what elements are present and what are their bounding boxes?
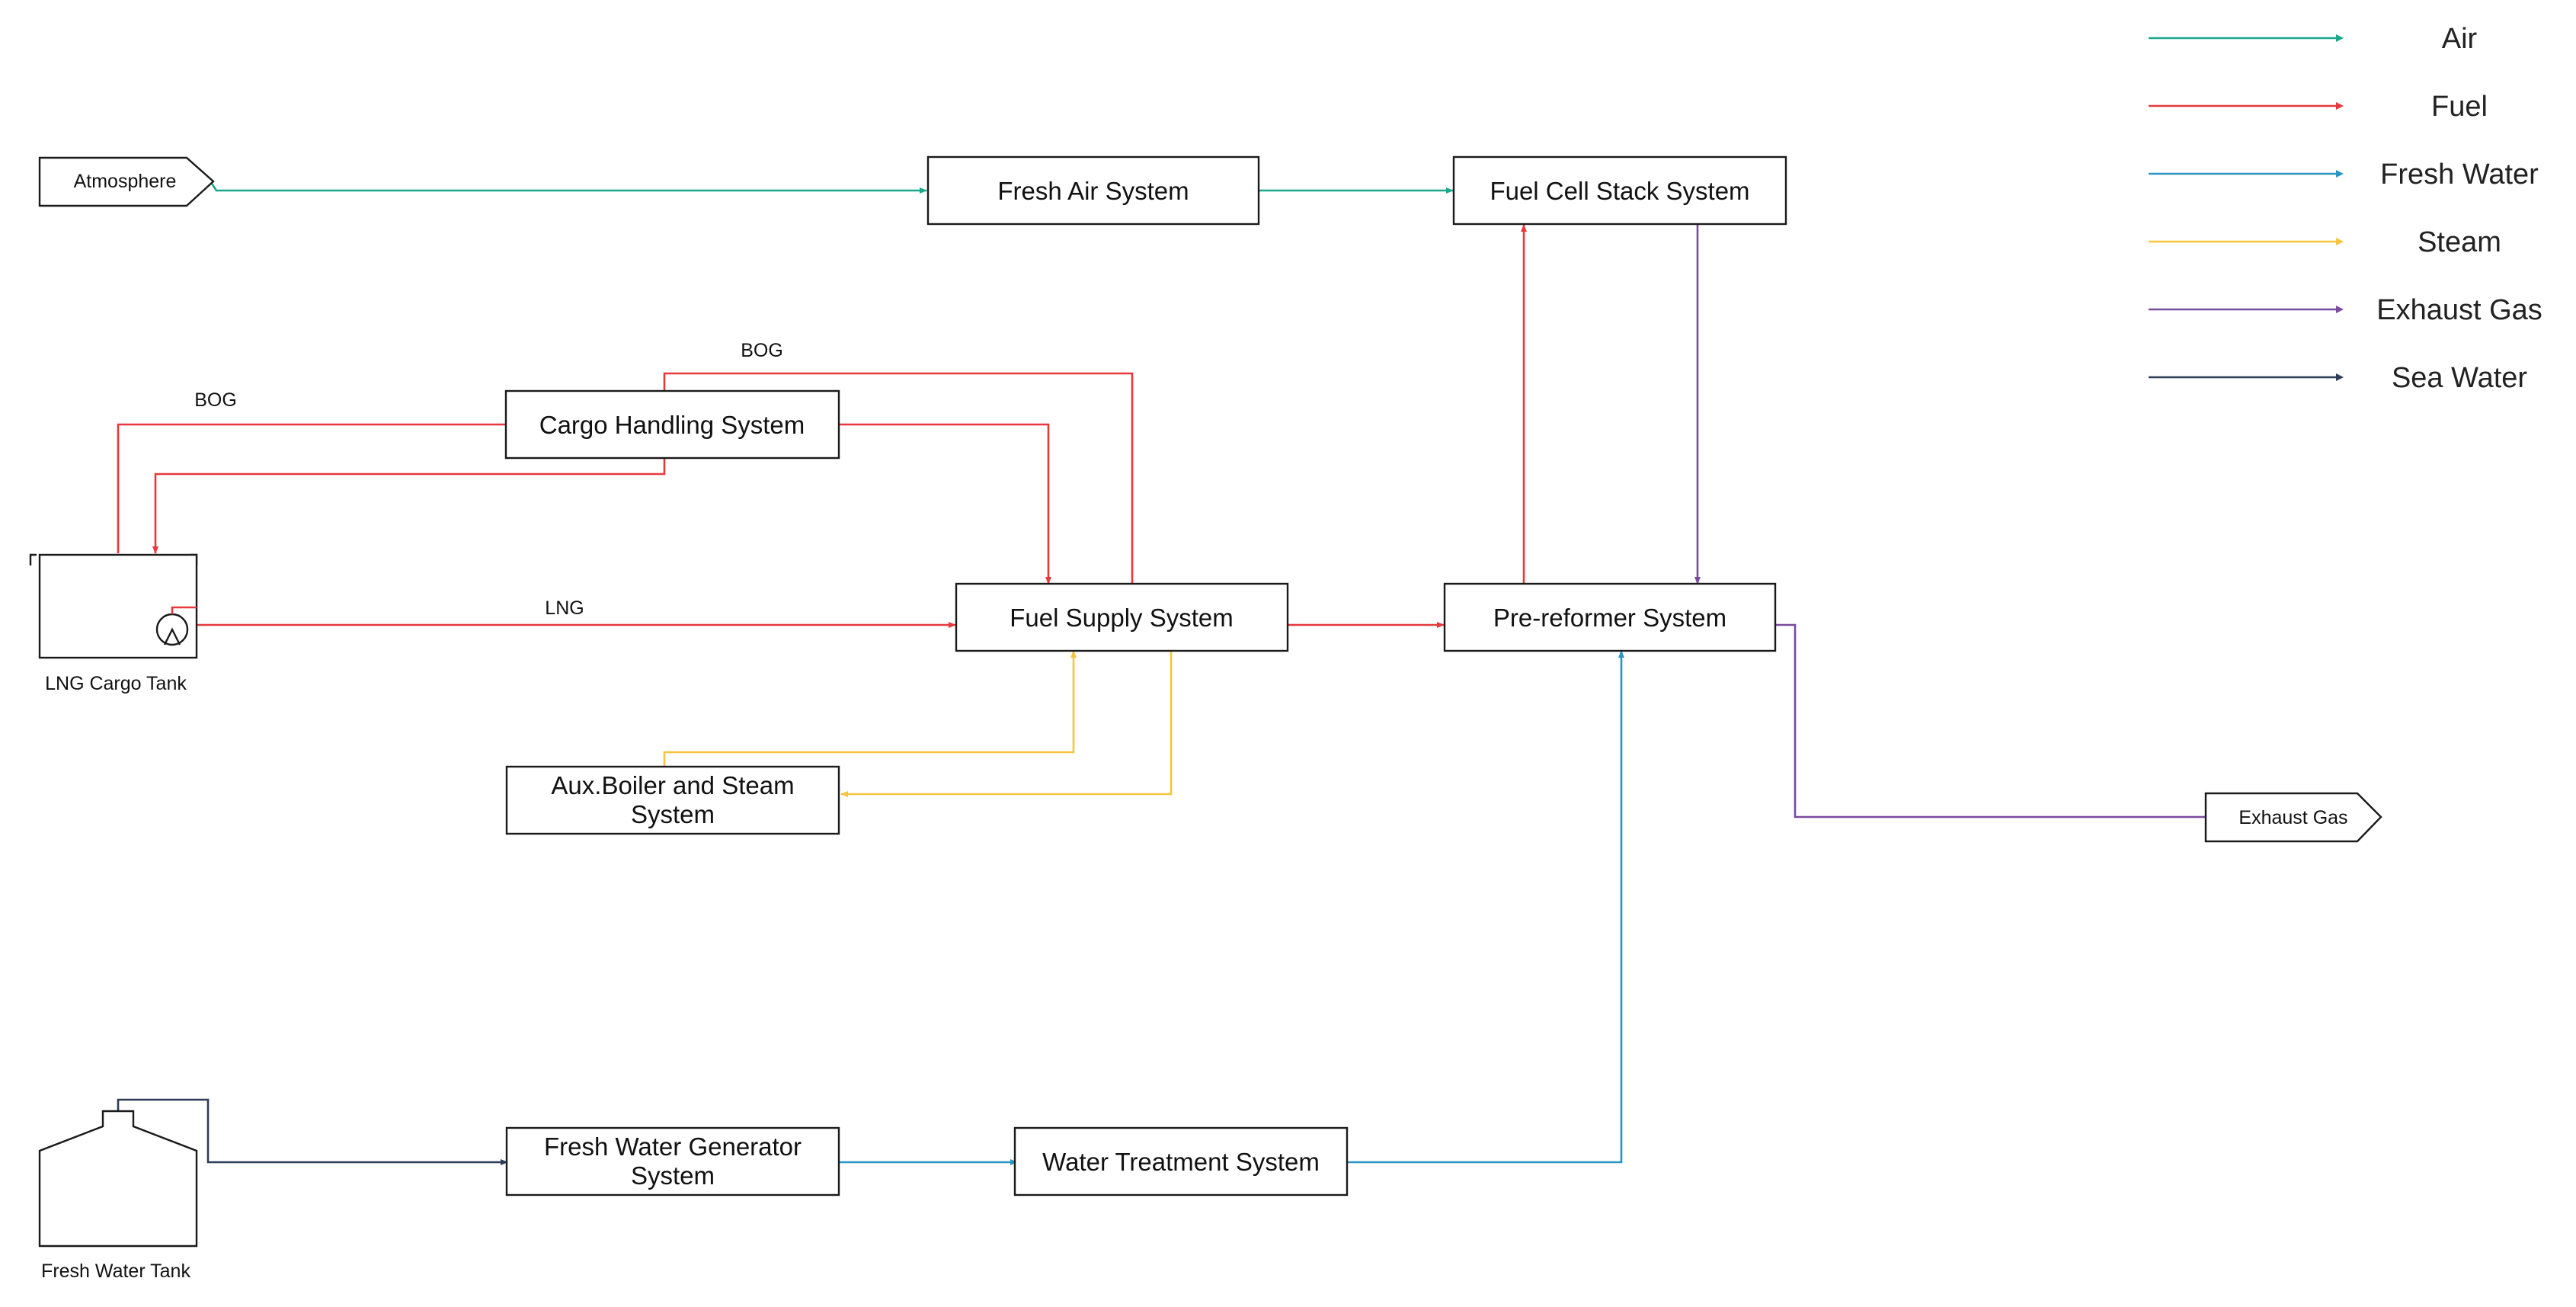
- legend-item-fresh-water: Fresh Water: [2149, 159, 2539, 191]
- steam-flow-boiler-to-fuel-supply: [663, 650, 1077, 767]
- legend-arrowhead: [2336, 170, 2344, 178]
- exhaust-flow-pre-reformer-to-outlet: [1775, 623, 2206, 818]
- fresh-water-generator-label-line2: System: [631, 1161, 715, 1190]
- legend-arrowhead: [2336, 102, 2344, 110]
- legend-label: Air: [2442, 23, 2478, 55]
- legend-item-steam: Steam: [2149, 226, 2501, 258]
- lng-label: LNG: [545, 597, 584, 619]
- legend-item-exhaust-gas: Exhaust Gas: [2149, 294, 2542, 326]
- legend-label: Steam: [2418, 226, 2501, 258]
- legend-arrowhead: [2336, 34, 2344, 42]
- legend-item-air: Air: [2149, 23, 2478, 55]
- air-flow-atmosphere-to-fresh-air: [210, 183, 927, 194]
- pre-reformer-system-label: Pre-reformer System: [1493, 604, 1726, 632]
- fuel-cell-stack-system-label: Fuel Cell Stack System: [1490, 177, 1749, 205]
- fuel-flow-cargo-to-fuel-supply: [839, 423, 1051, 585]
- atmosphere-label: Atmosphere: [74, 171, 177, 192]
- aux-boiler-steam-system: Aux.Boiler and Steam System: [505, 765, 840, 835]
- water-treatment-system: Water Treatment System: [1013, 1126, 1349, 1196]
- water-treatment-system-label: Water Treatment System: [1042, 1148, 1320, 1176]
- legend-label: Fresh Water: [2380, 159, 2539, 191]
- bog-label-left: BOG: [194, 389, 237, 411]
- legend-item-sea-water: Sea Water: [2149, 362, 2527, 394]
- aux-boiler-label-line1: Aux.Boiler and Steam: [551, 771, 794, 799]
- fresh-water-tank: Fresh Water Tank: [38, 1110, 198, 1282]
- legend-label: Exhaust Gas: [2376, 294, 2542, 326]
- legend-arrowhead: [2336, 306, 2344, 313]
- bog-label-top: BOG: [741, 340, 783, 361]
- fresh-water-generator-system: Fresh Water Generator System: [505, 1126, 840, 1196]
- legend-item-fuel: Fuel: [2149, 91, 2488, 123]
- legend-label: Sea Water: [2392, 362, 2527, 394]
- fresh-air-system: Fresh Air System: [926, 155, 1260, 226]
- fuel-flow-cargo-return-to-tank: [152, 459, 666, 554]
- pre-reformer-system: Pre-reformer System: [1443, 582, 1777, 652]
- aux-boiler-label-line2: System: [631, 800, 715, 828]
- fuel-cell-stack-system: Fuel Cell Stack System: [1452, 155, 1787, 226]
- fuel-flow-bog-tank-to-cargo: [117, 423, 506, 553]
- fuel-supply-system-label: Fuel Supply System: [1010, 604, 1233, 632]
- exhaust-gas-terminal-label: Exhaust Gas: [2238, 807, 2347, 828]
- fresh-water-generator-label-line1: Fresh Water Generator: [544, 1132, 802, 1161]
- legend-arrowhead: [2336, 238, 2344, 245]
- exhaust-gas-terminal: Exhaust Gas: [2204, 792, 2382, 843]
- atmosphere-terminal: Atmosphere: [38, 156, 215, 207]
- fresh-water-tank-label: Fresh Water Tank: [41, 1261, 190, 1282]
- lng-cargo-tank: LNG Cargo Tank: [29, 553, 198, 694]
- fuel-supply-system: Fuel Supply System: [955, 582, 1289, 652]
- fresh-water-flow-treatment-to-pre-reformer: [1347, 650, 1624, 1164]
- fuel-flow-bog-supply-to-cargo: [663, 372, 1134, 584]
- steam-flow-fuel-supply-to-boiler: [840, 651, 1173, 797]
- legend-arrowhead: [2336, 373, 2344, 381]
- sea-water-flow-tank-to-generator: [117, 1098, 508, 1165]
- lng-cargo-tank-label: LNG Cargo Tank: [45, 673, 187, 694]
- fresh-air-system-label: Fresh Air System: [997, 177, 1189, 205]
- cargo-handling-system: Cargo Handling System: [504, 389, 840, 460]
- pump-icon: [155, 606, 197, 646]
- legend-label: Fuel: [2431, 91, 2488, 123]
- cargo-handling-system-label: Cargo Handling System: [539, 411, 805, 439]
